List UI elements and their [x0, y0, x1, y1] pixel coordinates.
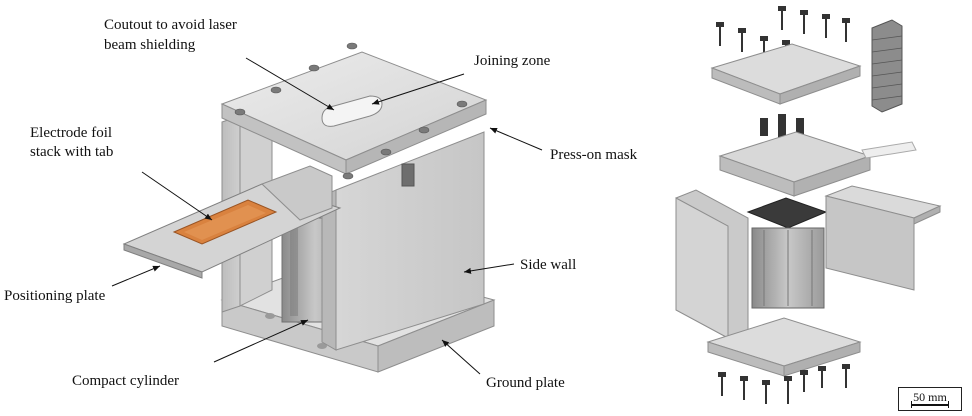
leader-electrode [141, 171, 213, 221]
leader-positioning-plate [111, 265, 161, 287]
bottom-screws [721, 368, 847, 404]
leader-lines [111, 57, 543, 375]
label-ground-plate: Ground plate [486, 375, 565, 391]
side-wall [321, 131, 485, 351]
leader-compact-cylinder [213, 319, 309, 363]
label-compact-cylinder: Compact cylinder [72, 373, 180, 389]
electrode-foil-stack [172, 199, 278, 245]
cylinder-exploded [746, 197, 828, 309]
press-on-mask [220, 42, 488, 180]
label-joining-zone: Joining zone [474, 53, 551, 69]
mask-plate-exploded [710, 43, 862, 105]
left-wall-exploded [675, 189, 749, 339]
intermediate-plate-exploded [718, 131, 917, 197]
leader-ground-plate [441, 339, 481, 375]
label-cutout-line2: beam shielding [104, 37, 196, 53]
label-press-on-mask: Press-on mask [550, 147, 638, 163]
leader-joining-zone [371, 73, 465, 105]
leader-press-on-mask [489, 127, 543, 151]
assembled-device [122, 42, 496, 373]
scale-bar: 50 mm [898, 387, 962, 411]
label-cutout-line1: Coutout to avoid laser [104, 17, 237, 33]
label-positioning-plate: Positioning plate [4, 288, 106, 304]
exploded-view [675, 6, 942, 404]
label-side-wall: Side wall [520, 257, 577, 273]
scale-bar-line [911, 401, 949, 408]
label-electrode-line2: stack with tab [30, 144, 114, 160]
scale-bar-label: 50 mm [913, 390, 947, 404]
label-electrode-line1: Electrode foil [30, 125, 113, 141]
leader-side-wall [463, 263, 515, 274]
leader-cutout [245, 57, 335, 111]
right-wall-exploded [824, 185, 942, 291]
foil-stack-exploded [871, 19, 903, 113]
ground-plate-exploded [706, 317, 862, 377]
